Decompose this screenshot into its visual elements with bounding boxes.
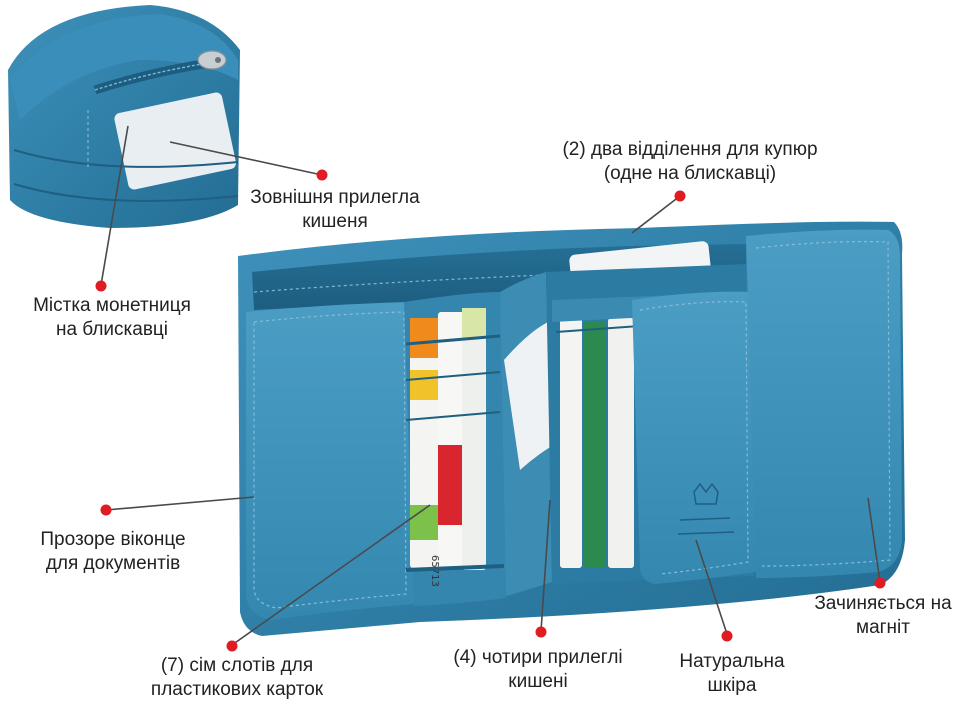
callout-genuine-leather: Натуральна шкіра xyxy=(662,650,802,698)
red-dot-icon xyxy=(721,630,733,642)
callout-line: пластикових карток xyxy=(150,679,324,700)
callout-line: (7) сім слотів для xyxy=(160,655,314,676)
callout-line: Містка монетниця xyxy=(33,295,191,316)
callout-line: для документів xyxy=(45,553,181,574)
red-dot-icon xyxy=(100,504,112,516)
callout-pointers xyxy=(100,125,881,646)
callout-line: (2) два відділення для купюр xyxy=(562,139,818,160)
red-dot-icon xyxy=(226,640,238,652)
red-dot-icon xyxy=(316,169,328,181)
brand-emblem-icon xyxy=(677,482,735,535)
callout-line: шкіра xyxy=(707,675,757,696)
callout-line: кишені xyxy=(508,671,568,692)
card-stack: 65713 xyxy=(410,308,486,587)
open-wallet-photo: 65713 xyxy=(238,221,905,636)
card-number-text: 65713 xyxy=(429,555,440,587)
coin-pocket-photo xyxy=(8,5,240,228)
callout-coin-pocket: Містка монетниця на блискавці xyxy=(12,294,212,342)
callout-line: (одне на блискавці) xyxy=(603,163,777,184)
callout-outer-pocket: Зовнішня прилегла кишеня xyxy=(230,186,440,234)
callout-markers xyxy=(95,169,886,652)
red-dot-icon xyxy=(95,280,107,292)
callout-line: Прозоре віконце xyxy=(40,529,186,550)
red-dot-icon xyxy=(874,577,886,589)
red-dot-icon xyxy=(674,190,686,202)
callout-line: кишеня xyxy=(302,211,368,232)
callout-line: на блискавці xyxy=(55,319,169,340)
callout-bill-compartments: (2) два відділення для купюр (одне на бл… xyxy=(540,138,840,186)
callout-line: Зовнішня прилегла xyxy=(250,187,420,208)
callout-side-pockets: (4) чотири прилеглі кишені xyxy=(438,646,638,694)
callout-id-window: Прозоре віконце для документів xyxy=(18,528,208,576)
callout-line: Зачиняється на xyxy=(814,593,952,614)
callout-line: Натуральна xyxy=(679,651,785,672)
callout-magnet-clasp: Зачиняється на магніт xyxy=(800,592,966,640)
red-dot-icon xyxy=(535,626,547,638)
callout-line: магніт xyxy=(856,617,910,638)
zipper-pull-icon xyxy=(197,50,227,70)
callout-card-slots: (7) сім слотів для пластикових карток xyxy=(132,654,342,702)
callout-line: (4) чотири прилеглі xyxy=(453,647,623,668)
